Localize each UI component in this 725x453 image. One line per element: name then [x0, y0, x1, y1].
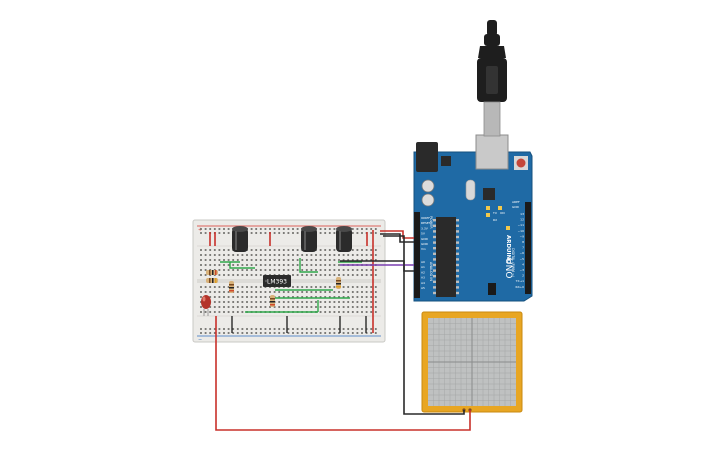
pin-label: ~11 [518, 223, 524, 227]
arduino-uno-board[interactable]: ARDUINO UNO DIGITAL (PWM ~) ANALOG IN PO… [413, 134, 533, 302]
pin-label: A3 [421, 276, 425, 280]
pin-label: ~5 [520, 257, 525, 261]
pin-label: 4 [522, 262, 524, 266]
rail-minus-label: − [198, 337, 202, 343]
pin-label: A1 [421, 265, 425, 269]
jumper-green[interactable] [229, 262, 255, 269]
resistor[interactable] [206, 270, 218, 275]
capacitor[interactable] [232, 226, 248, 252]
rail-plus-label: + [198, 227, 202, 233]
pin-label: A4 [421, 281, 425, 285]
breadboard-holes [200, 228, 377, 334]
pin-label: ~10 [518, 229, 524, 233]
pin-label: TX→1 [515, 279, 524, 283]
pin-label: GND [421, 237, 429, 241]
pin-label: 13 [520, 212, 524, 216]
resistor[interactable] [270, 295, 275, 307]
jumper-green[interactable] [299, 258, 318, 273]
pin-label: A0 [421, 260, 425, 264]
model-label: UNO [503, 258, 513, 278]
pin-label: Vin [421, 247, 426, 251]
analog-header-label: ANALOG IN [429, 262, 433, 281]
pin-label: 3.3V [421, 226, 429, 230]
on-label: ON [500, 211, 505, 215]
pin-label: A5 [421, 286, 425, 290]
atmega-chip [436, 217, 456, 297]
pin-label: GND [421, 242, 429, 246]
arduino-logo: ARDUINO [505, 235, 511, 264]
pin-label: ~3 [520, 268, 525, 272]
digital-header-label: DIGITAL (PWM ~) [511, 248, 515, 278]
pin-label: IOREF [421, 216, 430, 220]
aref-label: AREF [512, 200, 520, 204]
resistor[interactable] [229, 281, 234, 293]
resistor[interactable] [206, 278, 218, 283]
usb-cable[interactable] [477, 20, 507, 137]
led[interactable] [201, 295, 211, 316]
sensor-panel[interactable] [421, 311, 523, 413]
rx-label: RX [493, 218, 497, 222]
chip-label: LM393 [267, 279, 287, 286]
pin-label: RESET [421, 221, 431, 225]
resistor[interactable] [336, 277, 341, 289]
tx-label: TX [492, 211, 497, 215]
power-header-label: POWER [429, 216, 433, 229]
chip-pins [433, 219, 459, 295]
wire-5v[interactable] [380, 230, 414, 239]
wire-gnd[interactable] [380, 233, 414, 243]
pin-label: 8 [522, 240, 524, 244]
capacitor[interactable] [301, 226, 317, 252]
pin-label: 7 [522, 246, 524, 250]
pin-label: 5V [421, 232, 426, 236]
pin-label: RX←0 [515, 285, 524, 289]
capacitor[interactable] [336, 226, 352, 252]
lm393-chip[interactable]: LM393 [263, 275, 291, 287]
wire-sensor-power[interactable] [215, 316, 471, 431]
reset-button[interactable] [516, 158, 526, 168]
pin-label: ~9 [520, 234, 525, 238]
left-header[interactable] [414, 212, 420, 298]
pin-label: A2 [421, 270, 425, 274]
pin-label: ~6 [520, 251, 525, 255]
digital-pin-labels: 13 12~11 ~10~9 8 7~6 ~54 ~3 2TX→1RX←0 [515, 212, 524, 289]
pin-label: 12 [520, 218, 524, 222]
power-jack[interactable] [416, 142, 438, 172]
right-header[interactable] [525, 202, 531, 294]
pin-label: 2 [522, 274, 524, 278]
wire-sensor-gnd[interactable] [383, 235, 465, 415]
gnd-label: GND [512, 205, 520, 209]
usb-port[interactable] [475, 134, 509, 170]
